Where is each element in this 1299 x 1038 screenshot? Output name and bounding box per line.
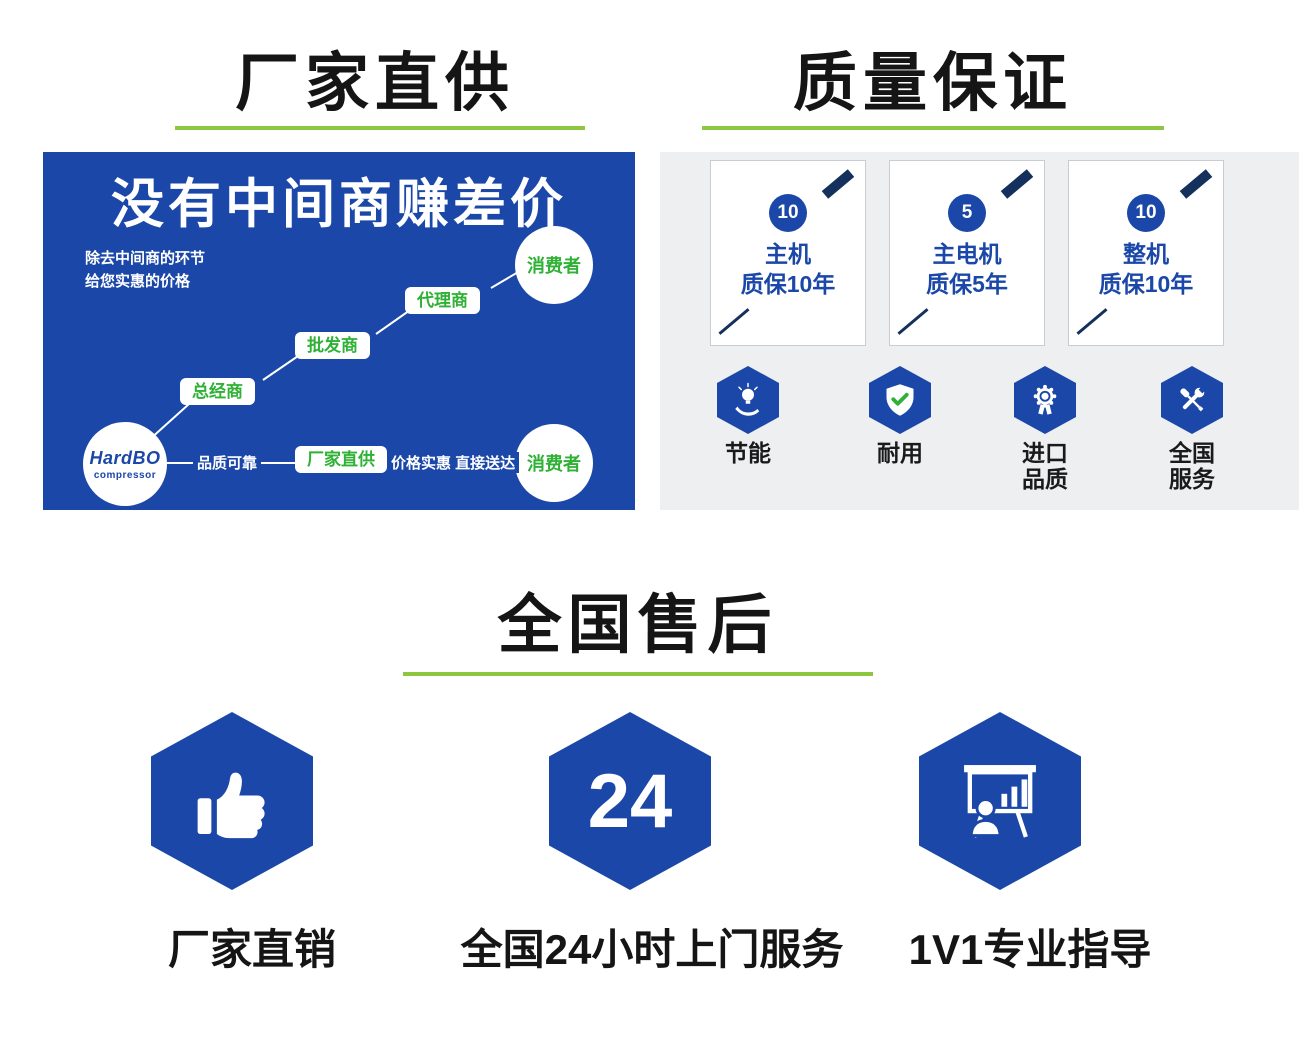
brand-logo: HardBO compressor (83, 422, 167, 506)
warranty-card-machine: 10 整机 质保10年 (1068, 160, 1224, 346)
national-service-tools-icon (1180, 385, 1207, 412)
feature-national-service: 全国 服务 (1140, 366, 1244, 493)
warranty-line2: 质保10年 (1098, 270, 1194, 297)
warranty-line2: 质保10年 (740, 270, 836, 297)
chain-step-wholesaler: 批发商 (295, 332, 370, 359)
feature-hexagon (869, 366, 931, 434)
chain-step-agent: 代理商 (405, 287, 480, 314)
price-note: 价格实惠 直接送达 (387, 452, 520, 473)
factory-direct-panel: 没有中间商赚差价 除去中间商的环节 给您实惠的价格 HardBO compres… (43, 152, 635, 510)
aftersales-hexagon-direct (151, 712, 313, 890)
corner-mark (1179, 169, 1213, 199)
warranty-card-text: 主机 质保10年 (711, 240, 865, 300)
consumer-circle-top: 消费者 (515, 226, 593, 304)
quality-section-title: 质量保证 (793, 47, 1073, 119)
feature-label: 节能 (725, 440, 771, 466)
aftersales-hexagon-24h: 24 (549, 712, 711, 890)
warranty-card-host: 10 主机 质保10年 (710, 160, 866, 346)
factory-direct-pill: 厂家直供 (295, 446, 387, 473)
consumer-circle-bottom: 消费者 (515, 424, 593, 502)
green-underline (403, 672, 873, 676)
factory-section-title: 厂家直供 (235, 47, 515, 119)
warranty-line1: 主电机 (932, 241, 1002, 267)
presentation-chart-icon (964, 765, 1036, 838)
warranty-card-text: 整机 质保10年 (1069, 240, 1223, 300)
feature-hexagon (1014, 366, 1076, 434)
feature-energy-saving: 节能 (696, 366, 800, 466)
warranty-line2: 质保5年 (926, 270, 1008, 297)
24-hours-number: 24 (587, 758, 673, 844)
quality-assurance-panel: 10 主机 质保10年 5 主电机 质保5年 10 整机 质保10年 (660, 152, 1299, 510)
aftersales-label-direct: 厂家直销 (167, 926, 336, 973)
corner-mark (821, 169, 855, 199)
quality-note: 品质可靠 (193, 452, 262, 473)
feature-label: 耐用 (877, 440, 923, 466)
feature-hexagon (717, 366, 779, 434)
energy-saving-icon (735, 382, 760, 416)
corner-line (1076, 308, 1108, 335)
feature-label: 全国 服务 (1169, 440, 1215, 493)
feature-imported-quality: 进口 品质 (993, 366, 1097, 493)
warranty-line1: 主机 (765, 241, 811, 267)
warranty-line1: 整机 (1123, 241, 1169, 267)
imported-quality-medal-icon (1033, 384, 1057, 415)
warranty-card-motor: 5 主电机 质保5年 (889, 160, 1045, 346)
warranty-years-badge: 5 (948, 194, 986, 232)
corner-mark (1000, 169, 1034, 199)
aftersales-section-title: 全国售后 (497, 589, 778, 661)
warranty-card-text: 主电机 质保5年 (890, 240, 1044, 300)
brand-name: HardBO (89, 447, 161, 468)
corner-line (718, 308, 750, 335)
aftersales-label-24h: 全国24小时上门服务 (460, 926, 844, 973)
green-underline (175, 126, 585, 130)
green-underline (702, 126, 1164, 130)
brand-subname: compressor (93, 469, 157, 481)
panel-note: 除去中间商的环节 给您实惠的价格 (85, 250, 206, 290)
feature-label: 进口 品质 (1022, 440, 1068, 493)
aftersales-hexagon-guidance (919, 712, 1081, 890)
warranty-years-badge: 10 (769, 194, 807, 232)
corner-line (897, 308, 929, 335)
feature-hexagon (1161, 366, 1223, 434)
warranty-years-badge: 10 (1127, 194, 1165, 232)
thumbs-up-icon (197, 772, 265, 839)
aftersales-label-guidance: 1V1专业指导 (908, 926, 1152, 973)
feature-durable: 耐用 (848, 366, 952, 466)
panel-headline: 没有中间商赚差价 (111, 175, 567, 234)
chain-step-distributor: 总经商 (180, 378, 255, 405)
durability-shield-icon (886, 384, 914, 416)
